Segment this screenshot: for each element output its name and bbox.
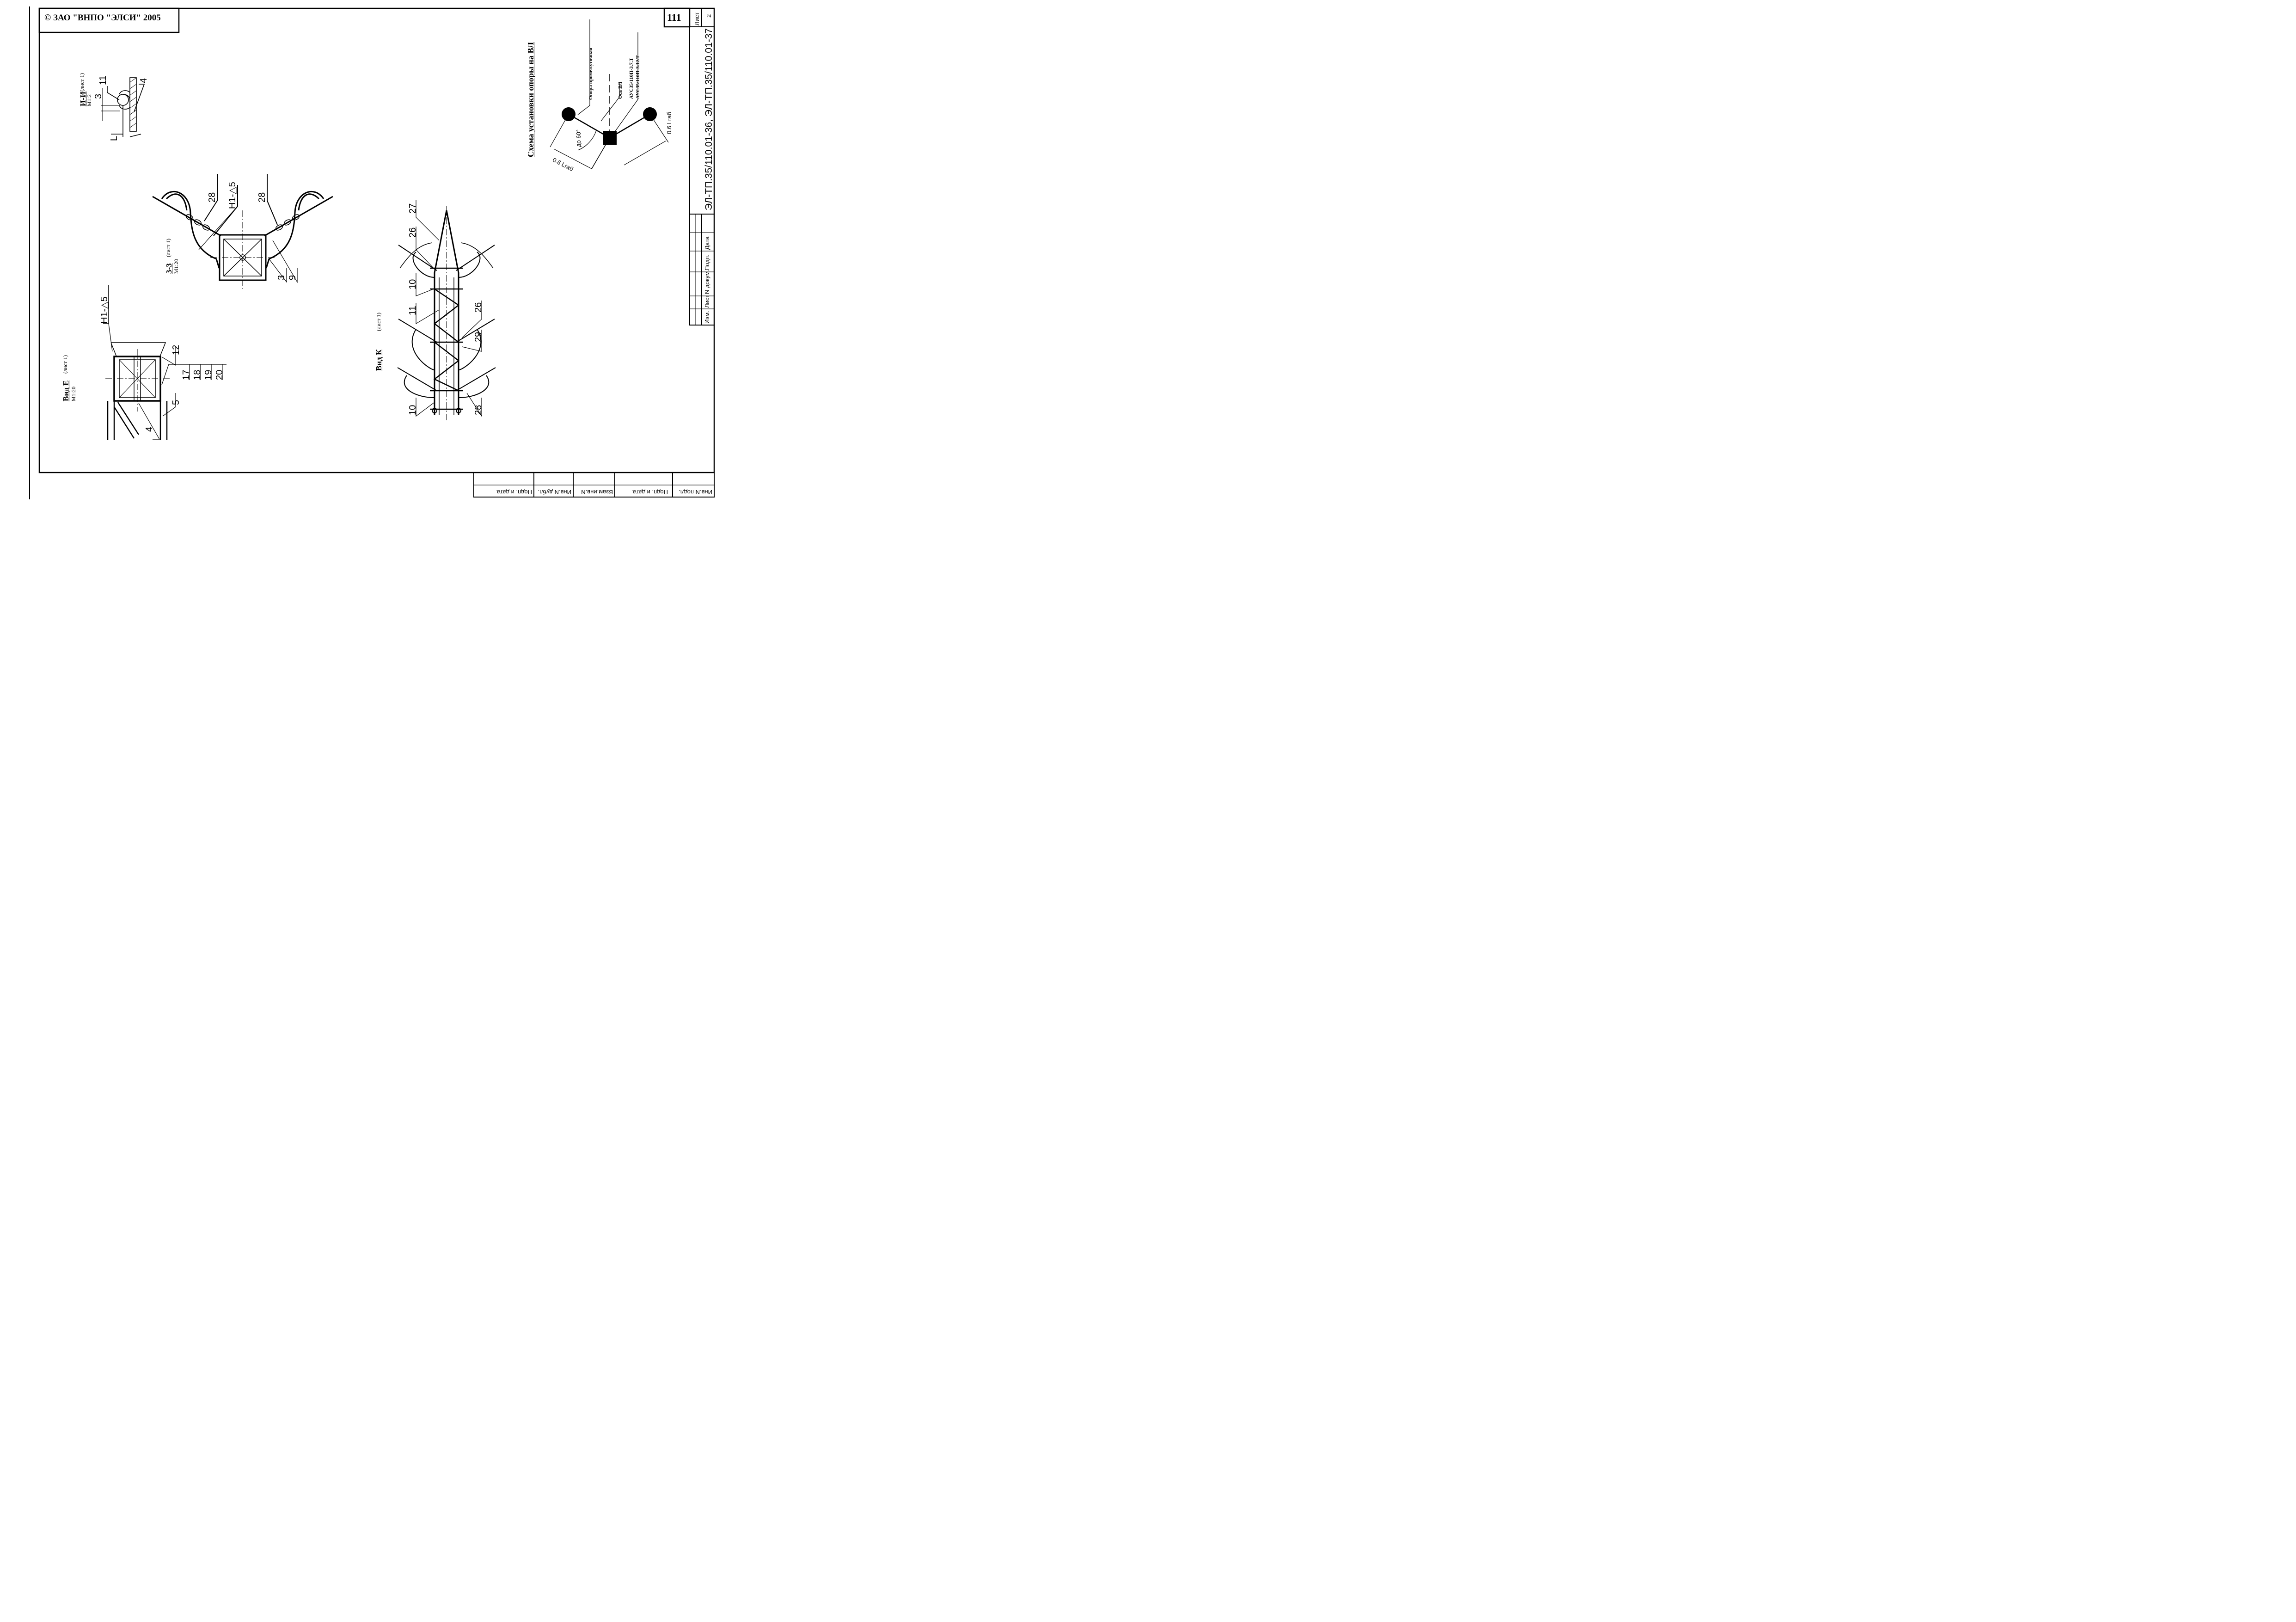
view-k-callout-10-top: 10 — [408, 279, 418, 289]
section-3-scale: М1:20 — [173, 258, 179, 274]
section-3-callout-9: 9 — [288, 275, 298, 280]
view-k-callout-10-bottom: 10 — [408, 405, 418, 415]
section-3-callout-28-left: 28 — [207, 192, 217, 203]
view-k-sheet-ref: (лист 1) — [375, 313, 382, 331]
view-k-callout-29: 29 — [473, 332, 484, 342]
section-3-callout-3: 3 — [276, 275, 287, 280]
view-e-callout-18: 18 — [192, 369, 202, 380]
stamp-inv-podl: Инв.N подл. — [679, 489, 712, 496]
scheme-legend-wire2: АУС35/110П-3.12.Т — [635, 55, 641, 99]
copyright-box — [38, 7, 180, 33]
scheme-angle: до 60° — [575, 129, 582, 147]
view-e-callout-20: 20 — [214, 369, 225, 380]
rev-col-list: Лист — [704, 295, 710, 308]
view-e-callout-4: 4 — [144, 426, 154, 432]
section-i-scale: М1:2 — [86, 94, 92, 106]
plate-hatched — [129, 77, 137, 132]
stamp-vzam-inv: Взам.инв.N — [581, 489, 613, 496]
section-3-sheet-ref: (лист 1) — [165, 239, 171, 257]
sheet-number: 111 — [667, 12, 681, 23]
rev-col-izm: Изм. — [704, 311, 710, 324]
scheme-legend-axis: Ось ВЛ — [618, 81, 623, 99]
doc-code: ЭЛ-ТП.35/110.01-36, ЭЛ-ТП.35/110.01-37 — [704, 28, 714, 210]
section-i-sheet-ref: (лист 1) — [79, 73, 85, 92]
view-e-sheet-ref: (лист 1) — [62, 355, 68, 374]
section-3-title: 3-3 — [165, 263, 173, 274]
section-i-callout-4: 4 — [139, 78, 149, 83]
list-label: Лист — [693, 12, 700, 25]
view-k-title: Вид К — [374, 349, 383, 371]
view-k-callout-27: 27 — [408, 203, 418, 214]
stamp-podp-data-1: Подп. и дата — [632, 489, 668, 496]
scheme-drawing — [550, 19, 669, 169]
section-i-dim-3: 3 — [93, 93, 104, 99]
view-k-callout-11: 11 — [408, 306, 418, 315]
section-i-dim-l: L — [109, 135, 119, 141]
scheme-legend-wire1: АУС35/110П-3.7.Т — [629, 58, 634, 99]
scheme-title: Схема установки опоры на ВЛ — [526, 42, 535, 157]
view-k-callout-26-top: 26 — [408, 227, 418, 238]
section-3-callout-28-right: 28 — [257, 192, 267, 203]
view-e-callout-5: 5 — [171, 399, 181, 405]
scheme-dim-right: 0.6 Lгаб — [666, 111, 673, 134]
section-i-callout-11: 11 — [98, 75, 108, 85]
view-k-drawing — [397, 200, 496, 421]
stamp-podp-data-2: Подп. и дата — [496, 489, 532, 496]
section-3-drawing — [152, 174, 333, 289]
view-e-callout-17: 17 — [181, 369, 191, 380]
drawing-linework — [29, 6, 715, 499]
view-e-title: Вид Е — [61, 380, 70, 401]
rev-col-data: Дата — [704, 236, 710, 250]
section-3-weld: Н1-△5 — [227, 182, 238, 209]
view-e-callout-12: 12 — [171, 344, 181, 355]
stamp-inv-dubl: Инв.N дубл. — [538, 489, 571, 496]
view-e-drawing — [103, 285, 227, 440]
view-e-scale: М1:20 — [70, 386, 77, 401]
view-e-callout-19: 19 — [203, 369, 214, 380]
view-e-weld: Н1-△5 — [99, 296, 110, 324]
drawing-sheet: © ЗАО "ВНПО "ЭЛСИ" 2005 111 ЭЛ-ТП.35/110… — [0, 0, 717, 507]
list-value: 2 — [705, 14, 712, 18]
rev-col-ndoc: N докум. — [704, 270, 710, 294]
scheme-legend-support: Опора промежуточная — [588, 48, 594, 100]
view-k-callout-28: 28 — [473, 405, 484, 415]
section-i-detail — [101, 77, 145, 137]
copyright-text: © ЗАО "ВНПО "ЭЛСИ" 2005 — [44, 13, 161, 23]
rev-col-podp: Подп. — [704, 254, 710, 270]
view-k-callout-26-right: 26 — [473, 302, 484, 313]
